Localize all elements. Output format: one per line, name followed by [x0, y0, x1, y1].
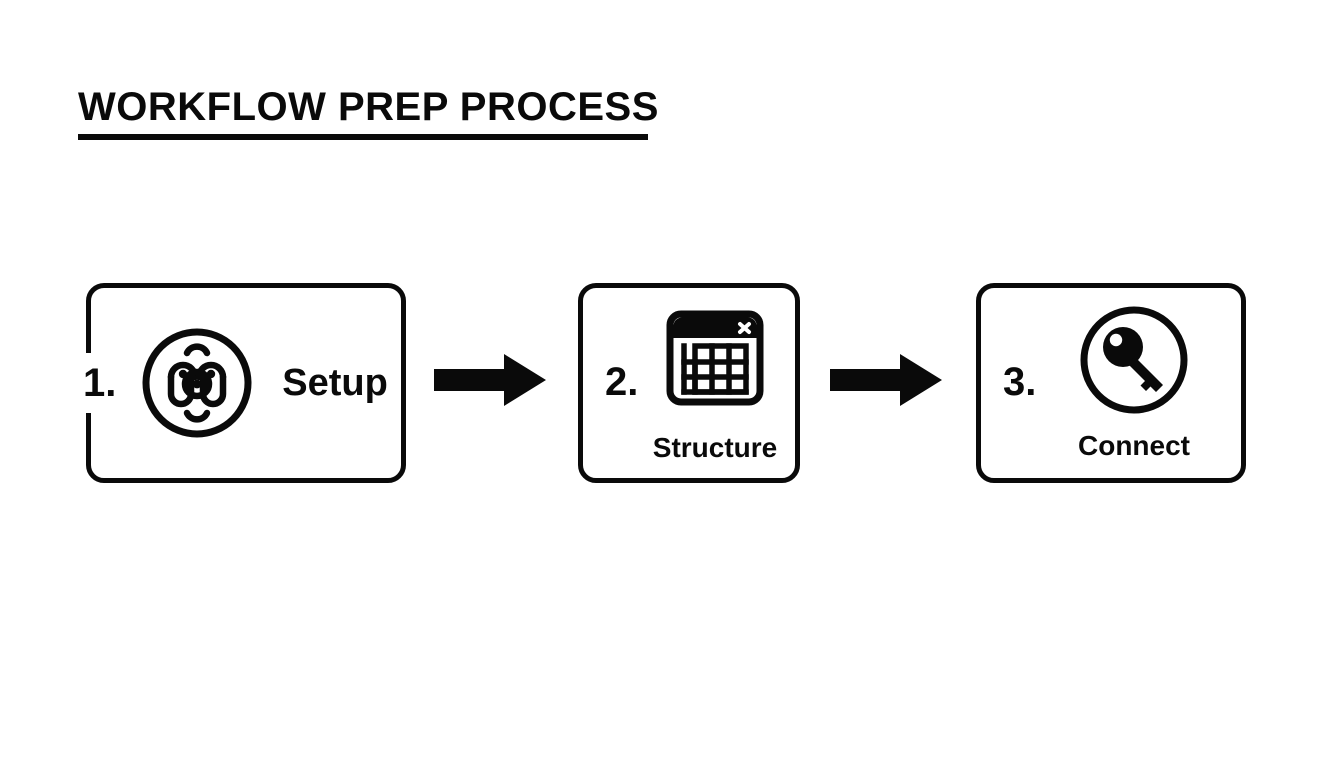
step-3-icon-wrap	[981, 302, 1241, 418]
process-step-card-2[interactable]: 2.	[578, 283, 800, 483]
process-step-card-1[interactable]: Setup 1.	[77, 283, 406, 483]
step-3-number: 3.	[1003, 360, 1037, 405]
step-2-icon-wrap	[583, 308, 795, 408]
step-1-label: Setup	[282, 362, 388, 404]
page-title: WORKFLOW PREP PROCESS	[78, 85, 659, 129]
step-3-label: Connect	[1078, 430, 1190, 461]
step-2-number: 2.	[605, 360, 639, 405]
arrow-right-icon-2	[830, 354, 942, 406]
step-1-content: Setup	[91, 288, 401, 478]
spreadsheet-window-icon	[665, 308, 765, 408]
step-1-number: 1.	[77, 353, 123, 413]
page-title-block: WORKFLOW PREP PROCESS	[78, 86, 659, 140]
key-circle-icon	[1076, 302, 1192, 418]
title-underline	[78, 134, 648, 140]
node-cluster-circle-icon	[138, 324, 256, 442]
arrow-right-icon-1	[434, 354, 546, 406]
step-2-label: Structure	[652, 432, 778, 463]
process-step-card-3[interactable]: 3. Connect	[976, 283, 1246, 483]
